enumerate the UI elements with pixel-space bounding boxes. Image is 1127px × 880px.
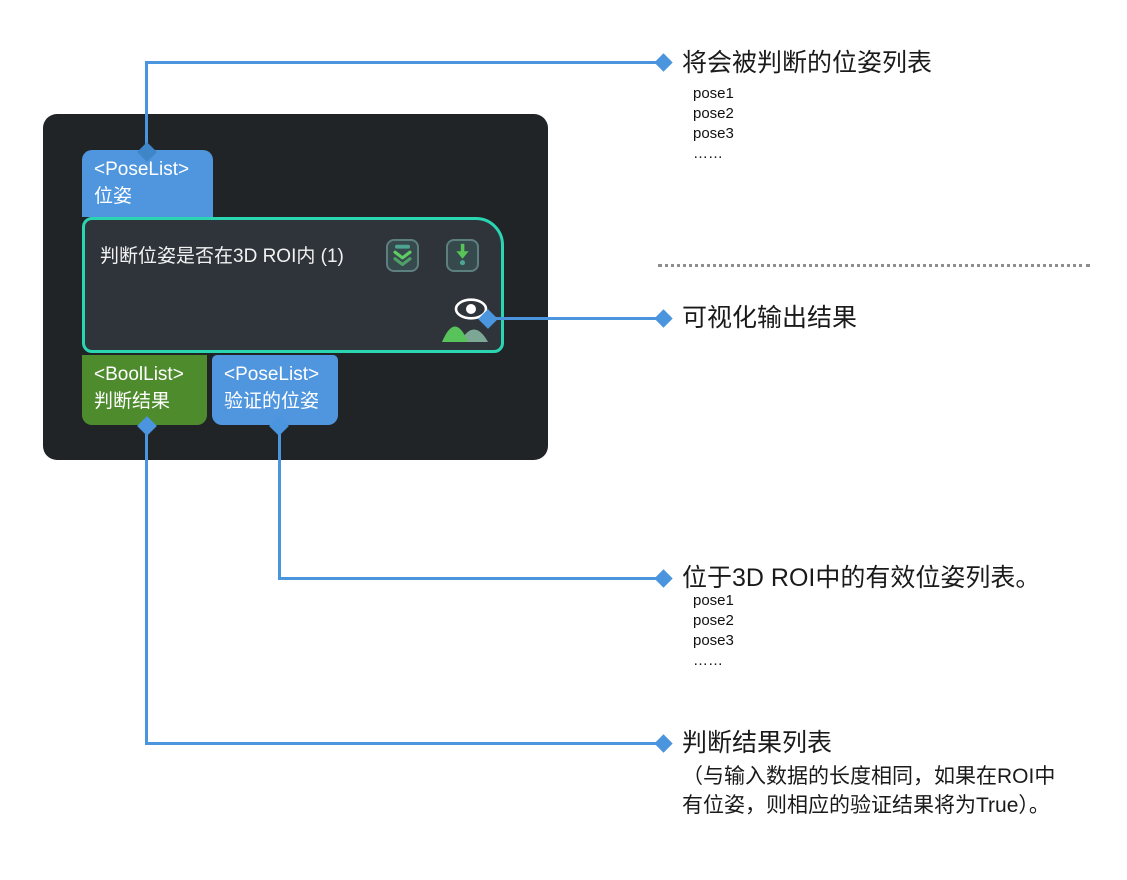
eye-icon [454,298,488,320]
collapse-node-button[interactable] [386,239,419,272]
node-title: 判断位姿是否在3D ROI内 (1) [100,246,344,267]
pose-list-item: pose3 [693,632,734,649]
pose-list-item: pose2 [693,612,734,629]
visualization-output-icon[interactable] [440,298,494,342]
pose-list-item: pose3 [693,125,734,142]
annotation-results-note: （与输入数据的长度相同，如果在ROI中 有位姿，则相应的验证结果将为True）。 [682,762,1055,820]
connector-validposes-vline [278,426,281,579]
note-line: 有位姿，则相应的验证结果将为True）。 [682,794,1050,817]
annotation-validposes-pose-list: pose1 pose2 pose3 …… [693,591,734,671]
input-port-pose[interactable]: <PoseList> 位姿 [82,150,213,217]
note-line: （与输入数据的长度相同，如果在ROI中 [682,765,1056,788]
output-port-label: 判断结果 [94,391,171,412]
image-icon [442,326,488,342]
connector-validposes-hline [278,577,663,580]
output-port-datatype: <PoseList> [224,364,320,385]
connector-input-vline [145,62,148,154]
annotation-input-diamond-icon [654,53,673,72]
pose-list-item: pose2 [693,105,734,122]
pose-list-item: pose1 [693,592,734,609]
down-arrow-icon [448,239,477,273]
annotation-validposes-diamond-icon [654,569,673,588]
connector-results-hline [145,742,663,745]
pose-list-item: pose1 [693,85,734,102]
dotted-separator [658,264,1090,267]
node-check-poses-in-3d-roi[interactable]: 判断位姿是否在3D ROI内 (1) [82,217,504,353]
output-port-poselist[interactable]: <PoseList> 验证的位姿 [212,355,338,425]
output-port-datatype: <BoolList> [94,364,184,385]
pose-list-item: …… [693,652,723,669]
annotation-viz-title: 可视化输出结果 [682,304,858,332]
connector-input-hline [145,61,663,64]
connector-results-vline [145,426,148,744]
annotation-input-pose-list: pose1 pose2 pose3 …… [693,84,734,164]
annotation-results-title: 判断结果列表 [682,729,833,757]
output-port-label: 验证的位姿 [224,391,320,412]
annotation-input-title: 将会被判断的位姿列表 [682,49,933,77]
annotation-viz-diamond-icon [654,309,673,328]
pose-list-item: …… [693,145,723,162]
double-chevron-down-icon [388,239,417,273]
connector-viz-hline [488,317,663,320]
annotation-results-diamond-icon [654,734,673,753]
output-port-boollist[interactable]: <BoolList> 判断结果 [82,355,207,425]
step-run-button[interactable] [446,239,479,272]
input-port-datatype: <PoseList> [94,159,190,180]
annotation-validposes-title: 位于3D ROI中的有效位姿列表。 [682,564,1041,592]
input-port-label: 位姿 [94,186,133,207]
